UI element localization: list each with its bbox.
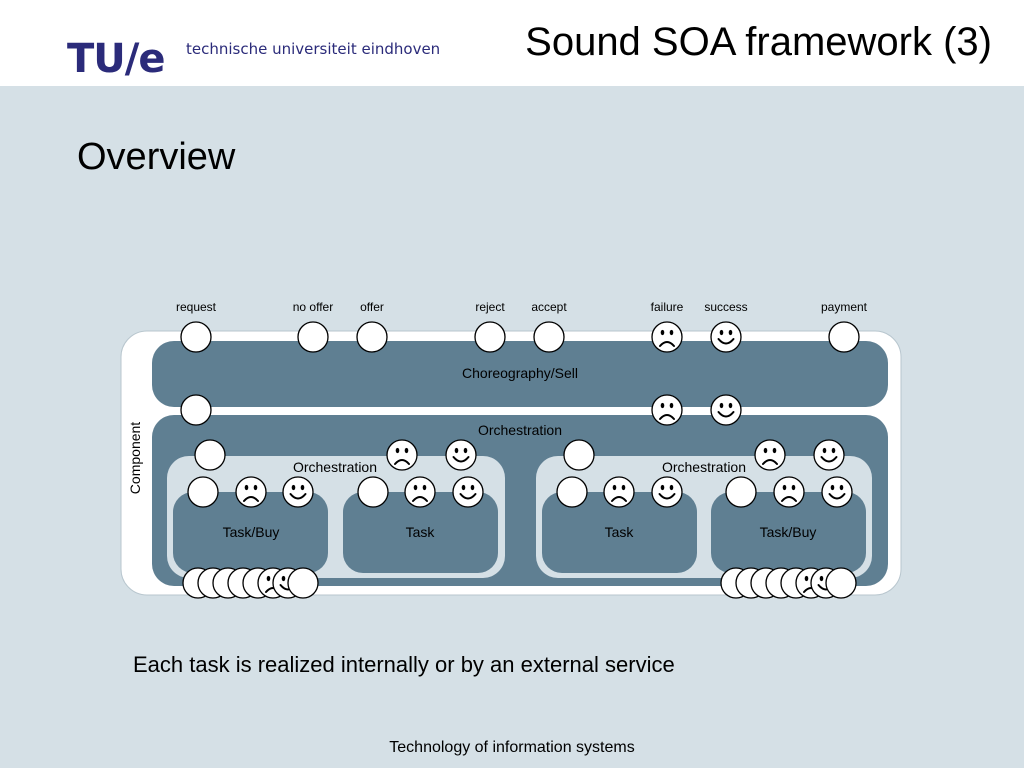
offer-port (356, 321, 388, 353)
task-4-label: Task/Buy (760, 524, 817, 540)
reject-port (474, 321, 506, 353)
slide-header: TU/e technische universiteit eindhoven S… (0, 0, 1024, 86)
payment-port (828, 321, 860, 353)
component-label: Component (127, 422, 143, 494)
port-label-failure: failure (651, 300, 684, 314)
failure-port (651, 321, 683, 353)
task-2-start-port (357, 476, 389, 508)
orch-left-start-port (194, 439, 226, 471)
task-box-4 (711, 492, 866, 573)
orch-right-start-port (563, 439, 595, 471)
sub-orchestration-right-label: Orchestration (662, 459, 746, 475)
task-3-failure-port (603, 476, 635, 508)
no-offer-port (297, 321, 329, 353)
orch-right-failure-port (754, 439, 786, 471)
service-left-port-8 (287, 567, 319, 599)
tue-logo: TU/e (67, 36, 166, 82)
request-port (180, 321, 212, 353)
task-2-label: Task (406, 524, 436, 540)
orch-right-success-port (813, 439, 845, 471)
slide-title: Sound SOA framework (3) (525, 20, 992, 64)
orch-left-failure-port (386, 439, 418, 471)
task-1-start-port (187, 476, 219, 508)
university-name: technische universiteit eindhoven (186, 40, 441, 58)
port-label-accept: accept (531, 300, 567, 314)
service-right-port-8 (825, 567, 857, 599)
port-label-offer: offer (360, 300, 384, 314)
choreography-bar (152, 341, 888, 407)
slide-footer: Technology of information systems (389, 739, 635, 756)
orchestration-label: Orchestration (478, 422, 562, 438)
port-label-payment: payment (821, 300, 868, 314)
slide-subtitle: Overview (77, 136, 236, 178)
task-1-failure-port (235, 476, 267, 508)
task-1-success-port (282, 476, 314, 508)
choreo-failure-port (651, 394, 683, 426)
task-1-label: Task/Buy (223, 524, 280, 540)
orch-left-success-port (445, 439, 477, 471)
task-3-label: Task (605, 524, 635, 540)
choreography-label: Choreography/Sell (462, 365, 578, 381)
port-label-success: success (704, 300, 747, 314)
task-4-success-port (821, 476, 853, 508)
choreo-success-port (710, 394, 742, 426)
task-2-success-port (452, 476, 484, 508)
port-group (180, 321, 860, 599)
slide-caption: Each task is realized internally or by a… (133, 652, 675, 677)
success-port (710, 321, 742, 353)
task-3-start-port (556, 476, 588, 508)
choreo-start-port (180, 394, 212, 426)
task-2-failure-port (404, 476, 436, 508)
port-label-request: request (176, 300, 217, 314)
task-4-failure-port (773, 476, 805, 508)
task-3-success-port (651, 476, 683, 508)
accept-port (533, 321, 565, 353)
task-4-start-port (725, 476, 757, 508)
port-label-reject: reject (475, 300, 505, 314)
task-box-3 (542, 492, 697, 573)
task-box-2 (343, 492, 498, 573)
port-label-no-offer: no offer (293, 300, 333, 314)
task-box-1 (173, 492, 328, 573)
sub-orchestration-left-label: Orchestration (293, 459, 377, 475)
